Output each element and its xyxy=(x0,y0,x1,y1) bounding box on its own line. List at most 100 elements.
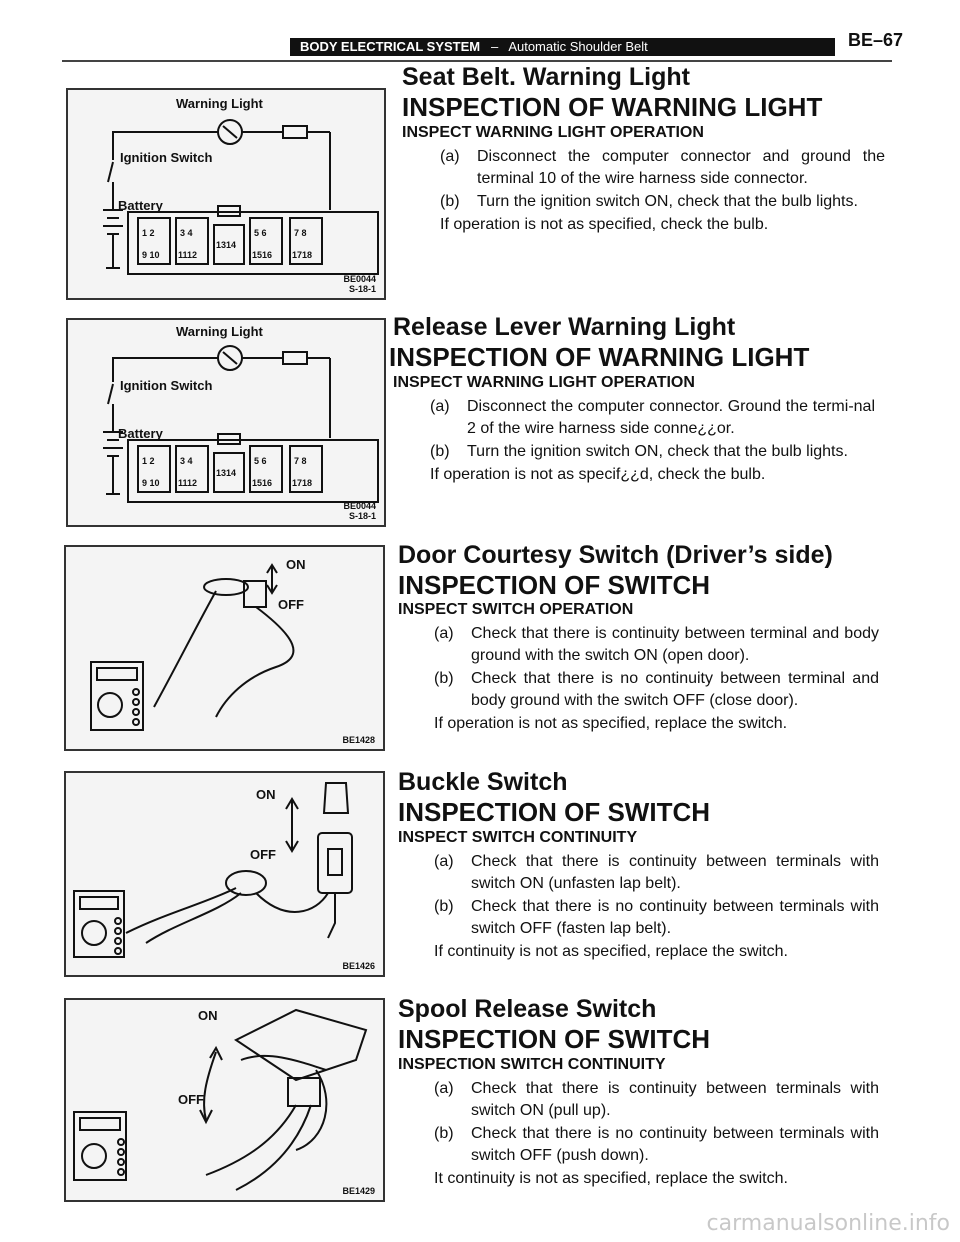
warning-light-label: Warning Light xyxy=(176,324,264,339)
figure-code-1: BE0044 xyxy=(343,501,376,511)
step-label: (a) xyxy=(434,1080,454,1097)
svg-text:1112: 1112 xyxy=(178,250,197,260)
battery-label: Battery xyxy=(118,198,164,213)
buckle-switch-figure: ON OFF BE1426 xyxy=(64,771,385,977)
spool-switch-figure: ON OFF BE1429 xyxy=(64,998,385,1202)
step-label: (a) xyxy=(440,148,460,165)
page-header: BODY ELECTRICAL SYSTEM – Automatic Shoul… xyxy=(0,0,960,62)
figure-code: BE1429 xyxy=(342,1186,375,1196)
step-label: (b) xyxy=(434,898,454,915)
header-topic: Automatic Shoulder Belt xyxy=(508,39,648,54)
step-label: (a) xyxy=(434,625,454,642)
svg-text:5 6: 5 6 xyxy=(254,228,267,238)
step-a: (a) Check that there is continuity betwe… xyxy=(434,851,879,895)
step-label: (b) xyxy=(430,443,450,460)
door-switch-figure: ON OFF BE1428 xyxy=(64,545,385,751)
figure-code: BE0044 S-18-1 xyxy=(343,274,376,294)
svg-text:1718: 1718 xyxy=(292,250,312,260)
step-text: Disconnect the computer connector and gr… xyxy=(477,148,885,187)
step-text: Turn the ignition switch ON, check that … xyxy=(477,193,858,210)
section-note: It continuity is not as specified, repla… xyxy=(434,1170,788,1187)
header-section: BODY ELECTRICAL SYSTEM xyxy=(300,39,481,54)
figure-code-2: S-18-1 xyxy=(348,511,376,521)
section-note: If operation is not as specified, check … xyxy=(440,216,769,233)
door-switch-illustration: ON OFF xyxy=(90,557,306,731)
step-text: Disconnect the computer connector. Groun… xyxy=(467,398,875,437)
battery-label: Battery xyxy=(118,426,164,441)
section-note: If operation is not as specified, replac… xyxy=(434,715,788,732)
section-heading: INSPECTION OF SWITCH xyxy=(398,570,710,600)
svg-text:7 8: 7 8 xyxy=(294,228,307,238)
wiring-diagram-figure: 1 2 9 10 3 4 1112 1314 5 6 1516 7 8 1718 War… xyxy=(66,318,386,527)
spool-switch-illustration: ON OFF xyxy=(73,1008,368,1191)
svg-text:1718: 1718 xyxy=(292,478,312,488)
section-subheading: INSPECT WARNING LIGHT OPERATION xyxy=(402,124,704,141)
section-title-release-lever: Release Lever Warning Light xyxy=(393,313,736,341)
step-a: (a) Check that there is continuity betwe… xyxy=(434,1078,879,1122)
step-b: (b) Turn the ignition switch ON, check t… xyxy=(440,191,885,213)
step-b: (b) Check that there is no continuity be… xyxy=(434,896,879,940)
svg-text:1516: 1516 xyxy=(252,250,272,260)
svg-text:1516: 1516 xyxy=(252,478,272,488)
section-subheading: INSPECT SWITCH CONTINUITY xyxy=(398,829,638,846)
svg-text:1 2: 1 2 xyxy=(142,456,155,466)
page-number: BE–67 xyxy=(848,30,904,50)
step-a: (a) Disconnect the computer connector. G… xyxy=(430,396,875,440)
on-label: ON xyxy=(198,1008,218,1023)
section-note: If operation is not as specif¿¿d, check … xyxy=(430,466,766,483)
off-label: OFF xyxy=(278,597,304,612)
step-a: (a) Check that there is continuity betwe… xyxy=(434,623,879,667)
step-text: Check that there is no continuity betwee… xyxy=(471,898,879,937)
off-label: OFF xyxy=(250,847,276,862)
step-text: Check that there is no continuity betwee… xyxy=(471,670,879,709)
off-label: OFF xyxy=(178,1092,204,1107)
svg-text:9 10: 9 10 xyxy=(142,250,160,260)
on-label: ON xyxy=(256,787,276,802)
svg-text:1314: 1314 xyxy=(216,240,236,250)
step-b: (b) Turn the ignition switch ON, check t… xyxy=(430,441,875,463)
step-text: Turn the ignition switch ON, check that … xyxy=(467,443,848,460)
section-subheading: INSPECT WARNING LIGHT OPERATION xyxy=(393,374,695,391)
svg-text:3 4: 3 4 xyxy=(180,456,193,466)
header-bar xyxy=(290,38,835,56)
step-label: (b) xyxy=(440,193,460,210)
header-separator: – xyxy=(490,39,499,54)
section-title-seat-belt: Seat Belt. Warning Light xyxy=(402,63,690,91)
svg-text:7 8: 7 8 xyxy=(294,456,307,466)
figure-code-1: BE0044 xyxy=(343,274,376,284)
section-heading: INSPECTION OF WARNING LIGHT xyxy=(389,342,810,372)
step-b: (b) Check that there is no continuity be… xyxy=(434,1123,879,1167)
step-label: (b) xyxy=(434,1125,454,1142)
wiring-diagram: 1 2 9 10 3 4 1112 1314 5 6 1516 7 8 1718 War… xyxy=(103,324,379,503)
svg-text:9 10: 9 10 xyxy=(142,478,160,488)
svg-text:1 2: 1 2 xyxy=(142,228,155,238)
section-heading: INSPECTION OF WARNING LIGHT xyxy=(402,92,823,122)
step-text: Check that there is continuity between t… xyxy=(471,1080,879,1119)
section-heading: INSPECTION OF SWITCH xyxy=(398,797,710,827)
svg-text:5 6: 5 6 xyxy=(254,456,267,466)
header-text: BODY ELECTRICAL SYSTEM – Automatic Shoul… xyxy=(300,40,648,54)
svg-text:1314: 1314 xyxy=(216,468,236,478)
ignition-switch-label: Ignition Switch xyxy=(120,378,212,393)
svg-text:1112: 1112 xyxy=(178,478,197,488)
section-heading: INSPECTION OF SWITCH xyxy=(398,1024,710,1054)
section-title-door-courtesy: Door Courtesy Switch (Driver’s side) xyxy=(398,541,833,569)
figure-code: BE1428 xyxy=(342,735,375,745)
section-subheading: INSPECT SWITCH OPERATION xyxy=(398,601,634,618)
header-rule xyxy=(62,60,892,62)
step-b: (b) Check that there is no continuity be… xyxy=(434,668,879,712)
section-title-spool-release: Spool Release Switch xyxy=(398,995,657,1023)
step-text: Check that there is no continuity betwee… xyxy=(471,1125,879,1164)
buckle-switch-illustration: ON OFF xyxy=(73,782,353,958)
section-note: If continuity is not as specified, repla… xyxy=(434,943,788,960)
step-label: (a) xyxy=(430,398,450,415)
figure-code-2: S-18-1 xyxy=(348,284,376,294)
step-label: (b) xyxy=(434,670,454,687)
step-text: Check that there is continuity between t… xyxy=(471,853,879,892)
section-subheading: INSPECTION SWITCH CONTINUITY xyxy=(398,1056,666,1073)
ignition-switch-label: Ignition Switch xyxy=(120,150,212,165)
svg-text:3 4: 3 4 xyxy=(180,228,193,238)
section-title-buckle-switch: Buckle Switch xyxy=(398,768,568,796)
